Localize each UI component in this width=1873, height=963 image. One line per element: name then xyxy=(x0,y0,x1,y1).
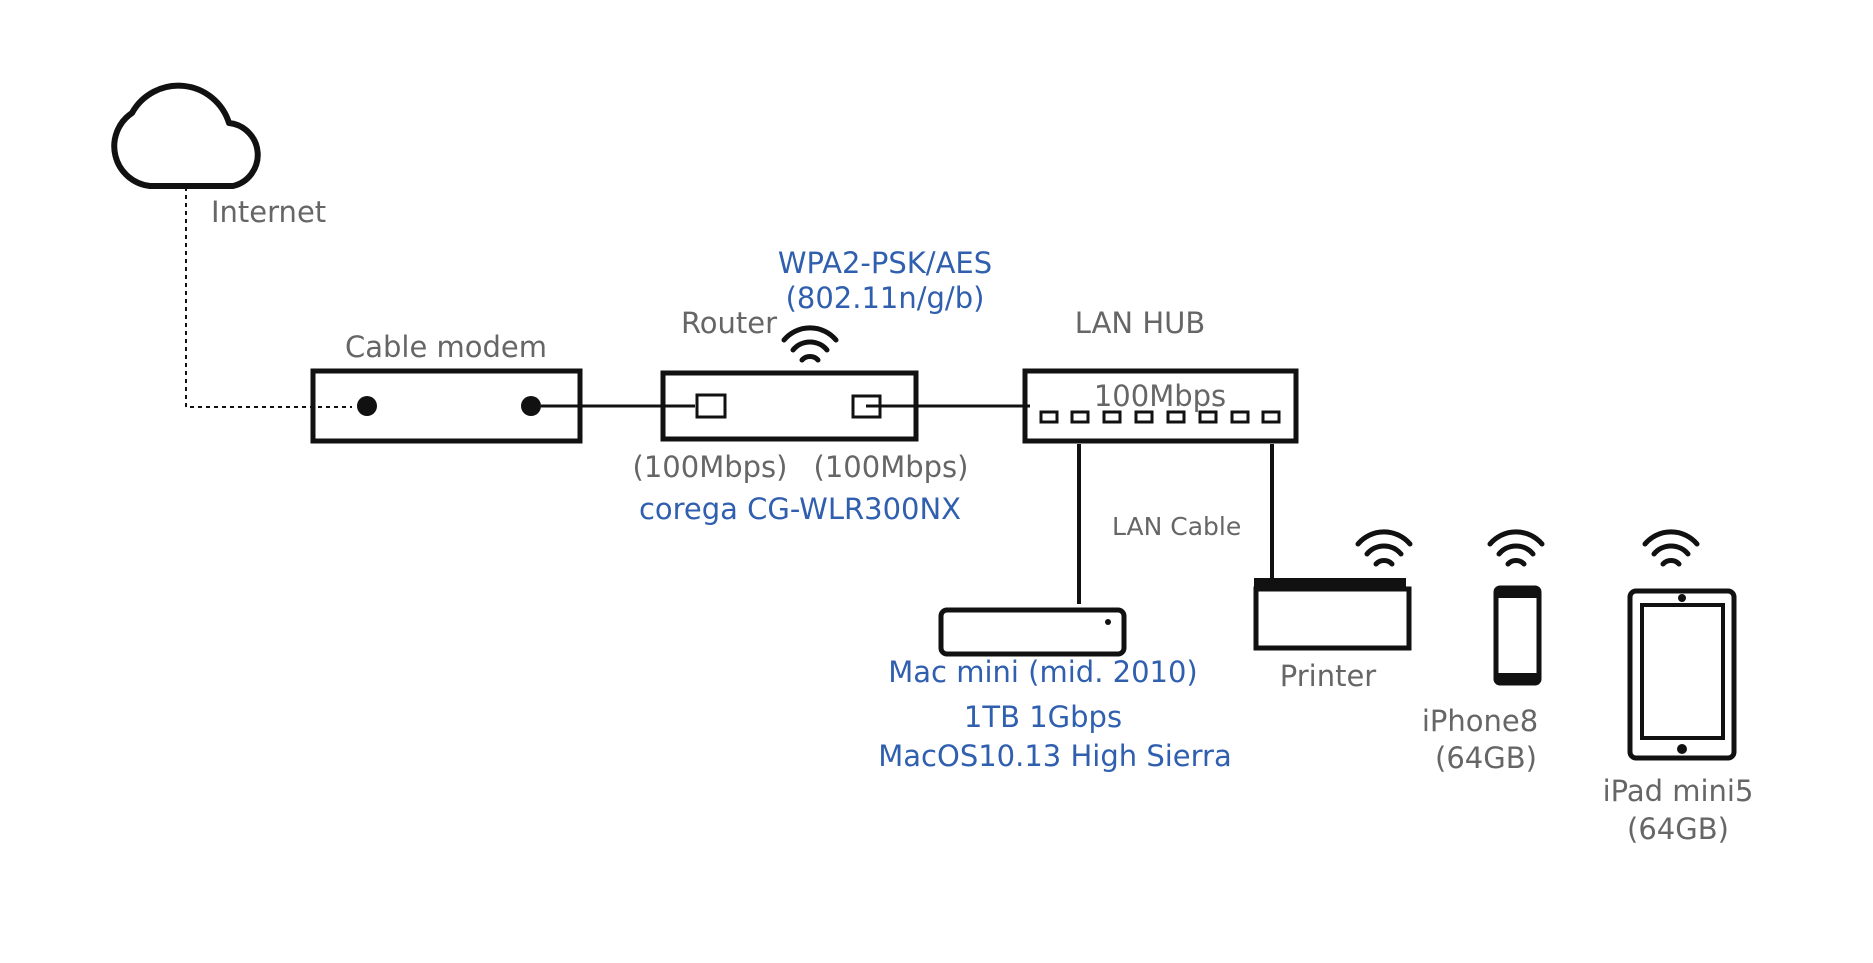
mac-mini-icon xyxy=(938,607,1127,657)
router-port-left-speed: (100Mbps) xyxy=(633,450,788,484)
cable-modem-label: Cable modem xyxy=(345,330,547,364)
router-port-wan xyxy=(695,393,727,419)
wifi-icon xyxy=(781,325,839,363)
mac-mini-led xyxy=(1105,619,1111,625)
iphone-name: iPhone8 xyxy=(1422,704,1538,738)
ipad-name: iPad mini5 xyxy=(1603,774,1754,808)
router-label: Router xyxy=(681,306,777,340)
router-wifi-standard-label: (802.11n/g/b) xyxy=(786,281,985,315)
router-port-right-speed: (100Mbps) xyxy=(814,450,969,484)
router-model-label: corega CG-WLR300NX xyxy=(639,492,961,526)
hub-box xyxy=(1022,368,1299,444)
iphone-capacity: (64GB) xyxy=(1435,741,1537,775)
mac-mini-specs: 1TB 1Gbps xyxy=(964,700,1122,734)
cloud-icon xyxy=(111,82,261,189)
mac-mini-os: MacOS10.13 High Sierra xyxy=(878,739,1232,773)
wifi-icon xyxy=(1487,529,1545,567)
router-security-label: WPA2-PSK/AES xyxy=(778,246,992,280)
cable-modem-port-right xyxy=(521,396,541,416)
lan-cable-label: LAN Cable xyxy=(1112,512,1241,541)
smartphone-icon xyxy=(1493,585,1542,686)
hub-speed-label: 100Mbps xyxy=(1094,379,1226,413)
mac-mini-name: Mac mini (mid. 2010) xyxy=(888,655,1198,689)
tablet-icon xyxy=(1627,588,1737,761)
wifi-icon xyxy=(1355,529,1413,567)
internet-connection-line xyxy=(185,187,352,408)
hub-label: LAN HUB xyxy=(1075,306,1206,340)
wifi-icon xyxy=(1642,529,1700,567)
cable-modem-port-left xyxy=(357,396,377,416)
internet-label: Internet xyxy=(211,195,326,229)
ipad-capacity: (64GB) xyxy=(1627,812,1729,846)
printer-icon xyxy=(1253,578,1412,651)
printer-label: Printer xyxy=(1280,659,1377,693)
hub-ports xyxy=(1039,410,1281,424)
